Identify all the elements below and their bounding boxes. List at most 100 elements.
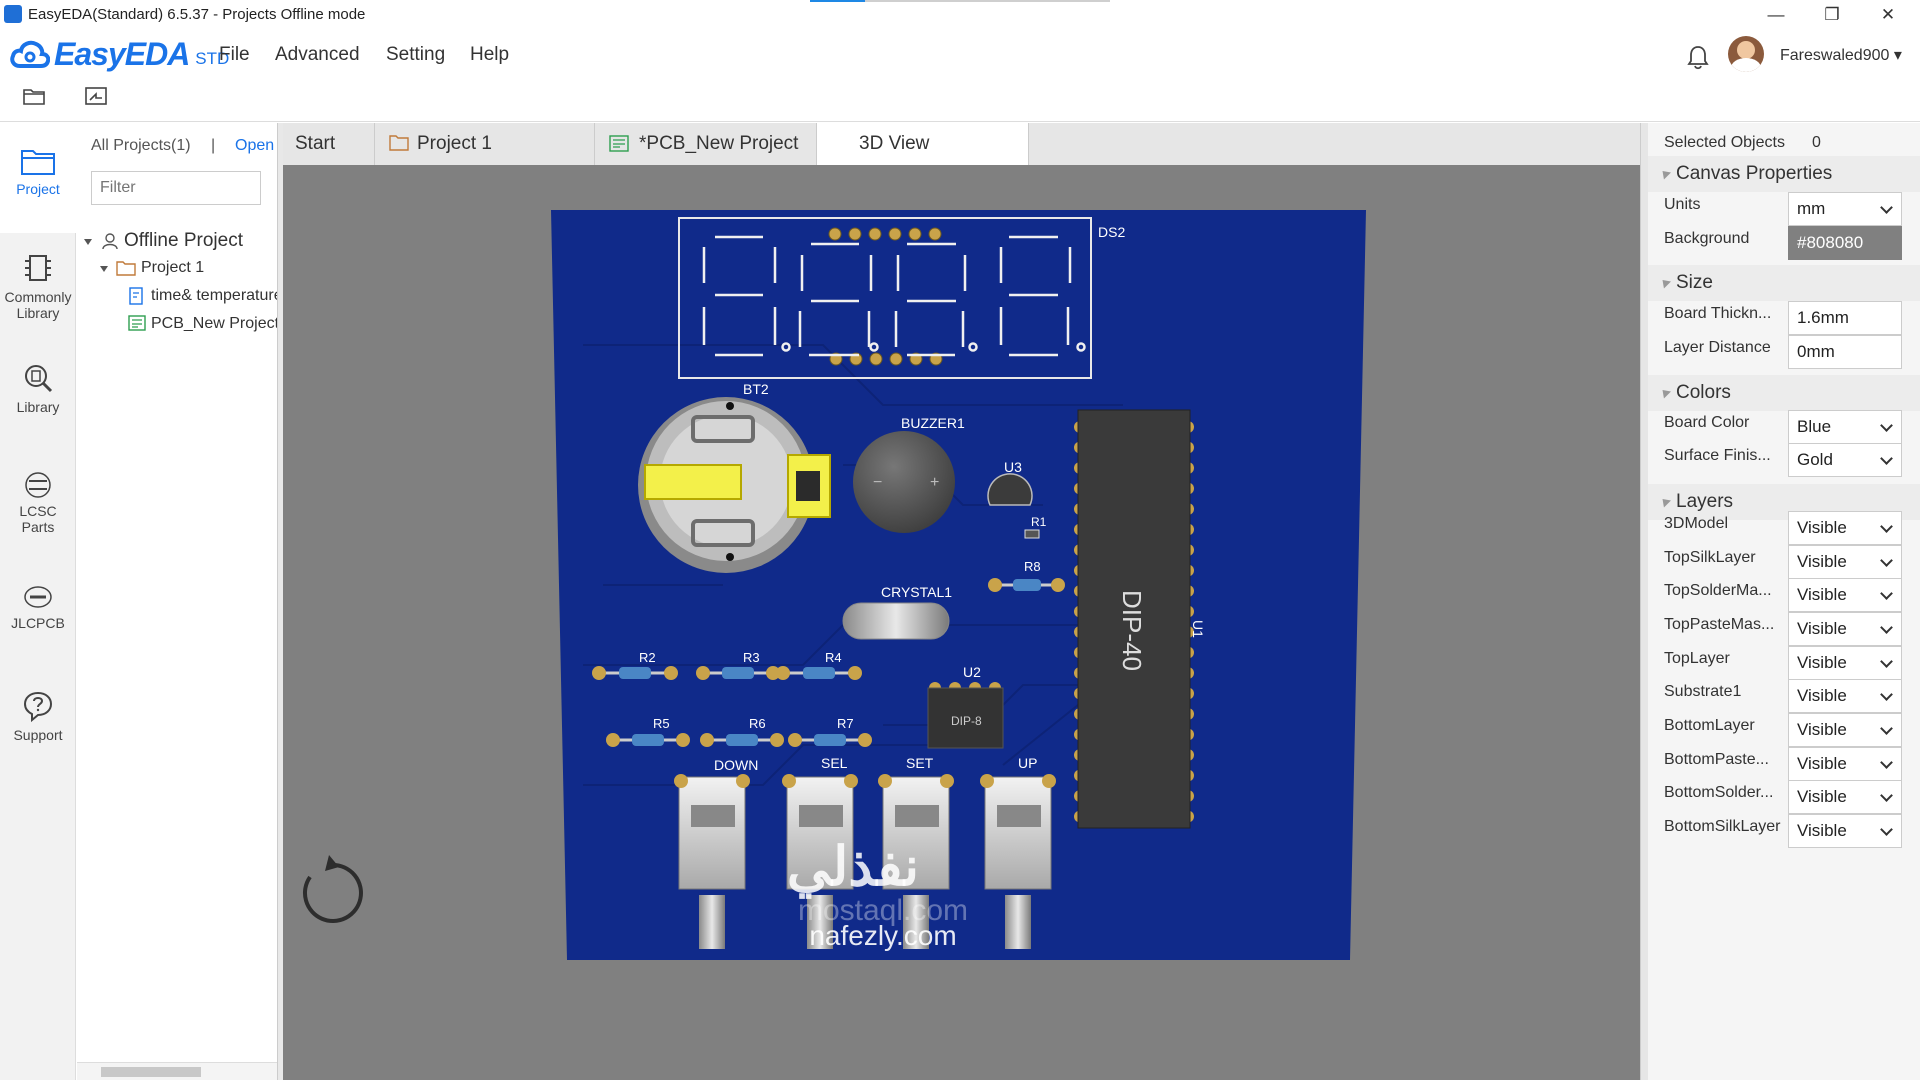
label-up: UP — [1018, 755, 1037, 771]
logo-text: EasyEDA — [54, 35, 190, 72]
maximize-button[interactable]: ❐ — [1824, 5, 1840, 24]
layer-visibility-select[interactable]: Visible — [1788, 679, 1902, 713]
background-label: Background — [1664, 230, 1750, 247]
label-r7: R7 — [837, 716, 854, 731]
rail-commonly-library-label: Commonly Library — [4, 289, 72, 321]
document-return-icon[interactable] — [82, 82, 110, 110]
layer-visibility-select[interactable]: Visible — [1788, 747, 1902, 781]
toolbar — [0, 78, 1920, 122]
board-color-select[interactable]: Blue — [1788, 410, 1902, 444]
tree-schematic-file[interactable]: time& temperature — [151, 287, 277, 304]
right-splitter[interactable] — [1640, 123, 1648, 1080]
rail-jlcpcb[interactable]: JLCPCB — [0, 583, 76, 653]
tab-pcb-new-project[interactable]: *PCB_New Project — [595, 123, 817, 165]
layer-distance-input[interactable]: 0mm — [1788, 335, 1902, 369]
tree-offline-project[interactable]: Offline Project — [124, 230, 243, 251]
filter-input[interactable] — [91, 171, 261, 205]
rail-project[interactable]: Project — [0, 123, 76, 233]
lcsc-icon — [25, 472, 51, 498]
project-icon — [21, 150, 55, 175]
header-separator: | — [211, 137, 216, 154]
pcb-file-icon — [609, 135, 629, 152]
all-projects-link[interactable]: All Projects(1) — [91, 137, 191, 154]
u1-chip — [1077, 409, 1191, 829]
menu-help[interactable]: Help — [470, 44, 510, 65]
rail-lcsc-parts[interactable]: LCSC Parts — [0, 471, 76, 561]
tree-collapse-icon[interactable] — [99, 264, 109, 274]
rail-support[interactable]: Support — [0, 689, 76, 759]
tab-project-1[interactable]: Project 1 — [375, 123, 595, 165]
layer-visibility-select[interactable]: Visible — [1788, 511, 1902, 545]
app-icon — [4, 5, 22, 23]
tree-collapse-icon[interactable] — [83, 237, 93, 247]
watermark-nafezly: nafezly.com — [809, 920, 956, 951]
board-thickness-input[interactable]: 1.6mm — [1788, 301, 1902, 335]
tactile-button-down — [674, 774, 750, 949]
menu-setting[interactable]: Setting — [386, 44, 446, 65]
rail-library[interactable]: Library — [0, 361, 76, 441]
title-bar: EasyEDA(Standard) 6.5.37 - Projects Offl… — [0, 0, 1920, 30]
label-u2: U2 — [963, 664, 981, 680]
tab-bar: Start Project 1 *PCB_New Project 3D View — [283, 123, 1640, 165]
schematic-icon — [129, 287, 143, 305]
bell-icon[interactable] — [1686, 44, 1710, 70]
section-canvas-properties[interactable]: Canvas Properties — [1648, 156, 1920, 192]
section-colors[interactable]: Colors — [1648, 375, 1920, 411]
pcb-3d-render[interactable]: DS2 BT2 BU — [283, 165, 1640, 1080]
tab-start[interactable]: Start — [283, 123, 375, 165]
surface-finish-select[interactable]: Gold — [1788, 443, 1902, 477]
watermark-arabic: نفذلي — [787, 837, 919, 899]
u2-chip — [927, 687, 1004, 749]
minimize-button[interactable]: — — [1767, 5, 1785, 24]
label-set: SET — [906, 755, 934, 771]
resistor-r6 — [700, 733, 784, 747]
r1-smd — [1024, 529, 1040, 539]
ds2-outline — [678, 217, 1092, 379]
left-rail: Project Commonly Library Library LCSC Pa… — [0, 123, 76, 1080]
tree-project-1[interactable]: Project 1 — [141, 259, 205, 276]
layer-label: TopLayer — [1664, 650, 1730, 667]
tactile-button-up — [980, 774, 1056, 949]
logo-std: STD — [195, 49, 230, 68]
reset-view-icon[interactable] — [302, 855, 363, 923]
close-button[interactable]: ✕ — [1880, 5, 1896, 24]
layer-label: TopSolderMa... — [1664, 582, 1772, 599]
username-dropdown[interactable]: Fareswaled900 ▾ — [1780, 47, 1902, 64]
layer-visibility-select[interactable]: Visible — [1788, 612, 1902, 646]
layer-visibility-select[interactable]: Visible — [1788, 578, 1902, 612]
label-buzzer: BUZZER1 — [901, 415, 965, 431]
3d-view-canvas[interactable]: DS2 BT2 BU — [283, 165, 1640, 1080]
layer-visibility-select[interactable]: Visible — [1788, 814, 1902, 848]
layer-distance-label: Layer Distance — [1664, 339, 1771, 356]
label-bt2: BT2 — [743, 381, 769, 397]
layer-label: BottomPaste... — [1664, 751, 1769, 768]
open-link[interactable]: Open — [235, 137, 275, 154]
label-r1: R1 — [1031, 515, 1047, 529]
user-icon — [102, 233, 118, 250]
rail-jlcpcb-label: JLCPCB — [11, 615, 65, 631]
project-panel-scrollbar[interactable] — [77, 1062, 277, 1080]
layer-label: BottomSolder... — [1664, 784, 1774, 801]
avatar[interactable] — [1728, 36, 1764, 72]
library-search-icon — [25, 365, 53, 393]
folder-icon[interactable] — [20, 82, 48, 110]
tree-pcb-file[interactable]: PCB_New Project — [151, 315, 277, 332]
label-down: DOWN — [714, 757, 758, 773]
section-size[interactable]: Size — [1648, 265, 1920, 301]
layer-visibility-select[interactable]: Visible — [1788, 545, 1902, 579]
units-select[interactable]: mm — [1788, 192, 1902, 226]
label-dip8: DIP-8 — [951, 714, 982, 728]
background-color-field[interactable]: #808080 — [1788, 226, 1902, 260]
support-icon — [23, 691, 53, 723]
label-r2: R2 — [639, 650, 656, 665]
seven-segment-digits — [702, 235, 1086, 357]
tab-3d-view[interactable]: 3D View — [817, 123, 1029, 165]
left-splitter[interactable] — [277, 123, 283, 1080]
surface-finish-label: Surface Finis... — [1664, 447, 1771, 464]
layer-visibility-select[interactable]: Visible — [1788, 780, 1902, 814]
menu-file[interactable]: File — [219, 44, 250, 65]
layer-visibility-select[interactable]: Visible — [1788, 646, 1902, 680]
menu-advanced[interactable]: Advanced — [275, 44, 360, 65]
layer-visibility-select[interactable]: Visible — [1788, 713, 1902, 747]
rail-commonly-library[interactable]: Commonly Library — [0, 251, 76, 339]
